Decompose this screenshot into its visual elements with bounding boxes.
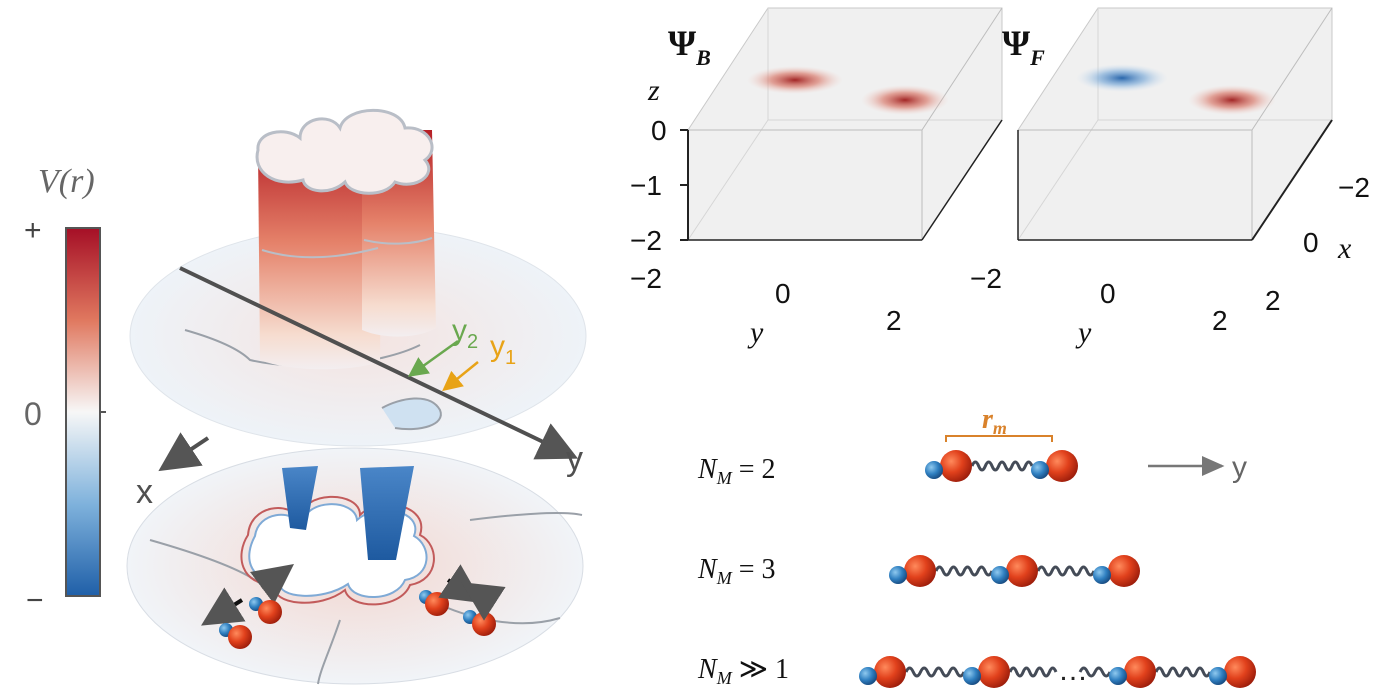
red-atom	[874, 656, 906, 688]
chain-y-label: y	[1232, 451, 1247, 484]
y-tick: −2	[630, 263, 662, 294]
blue-atom	[1109, 667, 1127, 685]
red-atom	[1124, 656, 1156, 688]
potential-x-axis	[158, 432, 210, 472]
wavefunction-b-z-label: z	[647, 74, 660, 107]
potential-blue-dip	[381, 397, 442, 431]
spring	[1036, 565, 1096, 577]
chain-diagram: rm NM = 2 NM = 3 NM ≫ 1 y …	[697, 404, 1256, 688]
chain-molecules	[859, 450, 1256, 688]
red-atom	[904, 555, 936, 587]
molecule	[258, 600, 282, 624]
colorbar-zero-label: 0	[24, 396, 42, 432]
spring	[1008, 666, 1058, 678]
spring	[1154, 666, 1212, 678]
chain-label-nm2: NM = 2	[697, 454, 775, 488]
potential-y-axis	[179, 266, 579, 460]
blue-atom	[963, 667, 981, 685]
wavefunction-f-x-label: x	[1337, 232, 1352, 265]
molecule	[425, 592, 449, 616]
potential-tower-top-outline	[255, 108, 434, 195]
bound-molecules	[201, 564, 506, 649]
colorbar: V(r) + 0 −	[24, 163, 106, 617]
y1-label: y1	[490, 330, 516, 369]
y-tick: 2	[1212, 305, 1228, 336]
z-tick: −1	[630, 170, 662, 201]
wavefunction-f-y-label: y	[1075, 316, 1092, 349]
molecule	[472, 612, 496, 636]
y2-arrow	[407, 339, 459, 377]
wavefunction-b-lobe	[747, 66, 843, 94]
colorbar-title: V(r)	[38, 163, 95, 200]
blue-atom	[991, 566, 1009, 584]
red-atom	[1224, 656, 1256, 688]
y-tick: 0	[1100, 278, 1116, 309]
potential-tower-left	[258, 140, 382, 370]
blue-atom	[1031, 461, 1049, 479]
potential-well-right	[360, 466, 414, 560]
blue-atom	[1209, 667, 1227, 685]
chain-ellipsis: …	[1058, 654, 1088, 687]
red-atom	[940, 450, 972, 482]
potential-well-left	[282, 466, 318, 530]
red-atom	[1108, 555, 1140, 587]
blue-atom	[859, 667, 877, 685]
wavefunction-b-lobe	[861, 85, 949, 115]
spring	[904, 666, 966, 678]
y-tick: 2	[886, 305, 902, 336]
chain-label-nm3: NM = 3	[697, 554, 775, 588]
molecule-arrow	[461, 582, 506, 621]
blue-atom	[889, 566, 907, 584]
y-tick: −2	[970, 263, 1002, 294]
y1-arrow	[442, 361, 479, 392]
potential-tower-contour	[261, 237, 433, 259]
rm-bracket	[945, 435, 1053, 442]
wavefunction-f-title: ΨF	[1002, 23, 1045, 70]
x-tick: −2	[1338, 172, 1370, 203]
colorbar-plus-label: +	[24, 214, 42, 247]
chain-label-nm-many: NM ≫ 1	[697, 654, 789, 688]
y2-label: y2	[452, 314, 478, 353]
wavefunction-f-lobe-positive	[1188, 85, 1276, 115]
blue-atom	[1093, 566, 1111, 584]
red-atom	[1006, 555, 1038, 587]
spring	[970, 460, 1034, 472]
rm-label: rm	[982, 404, 1007, 438]
wavefunction-plot-f: ΨF −2 0 2 y −2 0 2 x	[970, 7, 1370, 349]
molecule-arrow	[250, 564, 294, 604]
y-tick: 0	[775, 278, 791, 309]
colorbar-minus-label: −	[26, 584, 44, 617]
z-tick: −2	[630, 225, 662, 256]
colorbar-gradient	[65, 227, 101, 597]
red-atom	[978, 656, 1010, 688]
z-tick: 0	[651, 115, 667, 146]
wavefunction-b-title: ΨB	[668, 23, 711, 70]
molecule-arrow	[201, 587, 246, 626]
potential-y-axis-label: y	[566, 440, 583, 478]
red-atom	[1046, 450, 1078, 482]
wavefunction-plot-b: ΨB z 0 −1 −2 −2 0 2 y	[630, 7, 1003, 349]
wavefunction-b-y-label: y	[747, 316, 764, 349]
potential-top-contour	[184, 329, 421, 367]
spring	[1078, 666, 1112, 678]
x-tick: 2	[1265, 285, 1281, 316]
x-tick: 0	[1303, 227, 1319, 258]
potential-plot: y x y2 y1	[126, 108, 587, 685]
blue-atom	[925, 461, 943, 479]
potential-x-axis-label: x	[136, 473, 153, 511]
wavefunction-f-lobe-negative	[1076, 64, 1168, 92]
spring	[934, 565, 994, 577]
molecule	[228, 625, 252, 649]
